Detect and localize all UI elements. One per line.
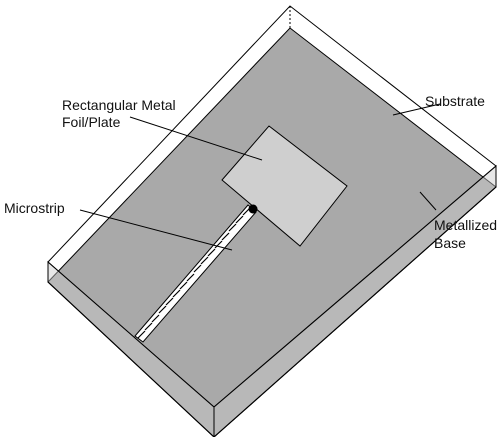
base-edge-line — [47, 186, 497, 437]
label-substrate: Substrate — [425, 93, 485, 109]
label-microstrip: Microstrip — [4, 200, 65, 216]
label-plate-line1: Rectangular Metal — [62, 97, 176, 113]
label-plate-line2: Foil/Plate — [62, 114, 121, 130]
metal-plate — [221, 125, 348, 247]
front-face-left — [47, 260, 215, 437]
label-base-line2: Base — [434, 235, 466, 251]
leader-microstrip — [79, 209, 233, 251]
feed-point — [248, 204, 258, 214]
leader-substrate — [392, 103, 441, 116]
leader-base — [419, 191, 437, 211]
leader-plate — [129, 116, 263, 161]
label-base-line1: Metallized — [434, 217, 497, 233]
